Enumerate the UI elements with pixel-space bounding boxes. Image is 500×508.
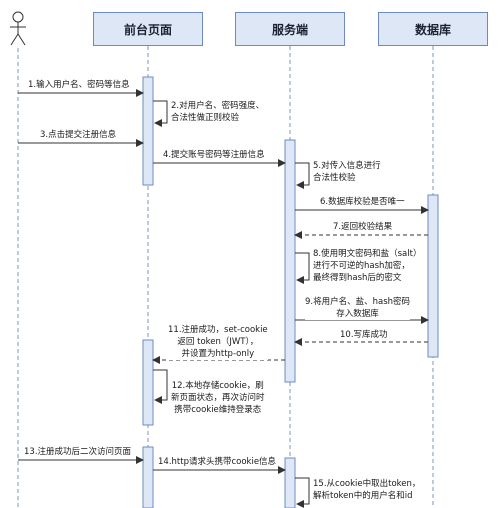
activation-server-2 [284, 457, 296, 508]
activation-frontend-1 [142, 76, 154, 186]
message-label-14: 14.http请求头携带cookie信息 [158, 456, 277, 468]
arrow-m12 [153, 369, 168, 404]
arrow-m2 [153, 100, 168, 127]
message-label-12: 12.本地存储cookie，刷 新页面状态，再次访问时 携带cookie维持登录… [171, 381, 265, 415]
message-label-15: 15.从cookie中取出token， 解析token中的用户名和id [313, 479, 421, 501]
message-label-4: 4.提交账号密码等注册信息 [163, 149, 265, 161]
message-label-1: 1.输入用户名、密码等信息 [28, 79, 130, 91]
message-label-5: 5.对传入信息进行 合法性校验 [313, 161, 381, 183]
message-label-8: 8.使用明文密码和盐（salt） 进行不可逆的hash加密， 最终得到hash后… [313, 249, 422, 283]
activation-server-1 [284, 139, 296, 383]
participant-frontend: 前台页面 [93, 12, 203, 46]
activation-database-1 [427, 194, 439, 358]
arrow-m5 [295, 162, 310, 189]
message-label-9: 9.将用户名、盐、hash密码 存入数据库 [305, 296, 411, 320]
activation-frontend-2 [142, 339, 154, 426]
message-label-11: 11.注册成功，set-cookie 返回 token（JWT）， 并设置为ht… [168, 324, 268, 360]
message-label-3: 3.点击提交注册信息 [40, 129, 117, 141]
arrow-m15 [295, 477, 310, 508]
arrow-m8 [295, 252, 310, 284]
participant-database: 数据库 [378, 12, 488, 46]
message-label-13: 13.注册成功后二次访问页面 [24, 446, 132, 458]
activation-frontend-3 [142, 446, 154, 508]
message-label-10: 10.写库成功 [340, 329, 388, 341]
message-label-6: 6.数据库校验是否唯一 [320, 196, 405, 208]
user-actor-icon [10, 11, 26, 46]
message-label-7: 7.返回校验结果 [333, 221, 393, 233]
participant-server: 服务端 [235, 12, 345, 46]
message-label-2: 2.对用户名、密码强度、 合法性做正则校验 [171, 101, 265, 123]
